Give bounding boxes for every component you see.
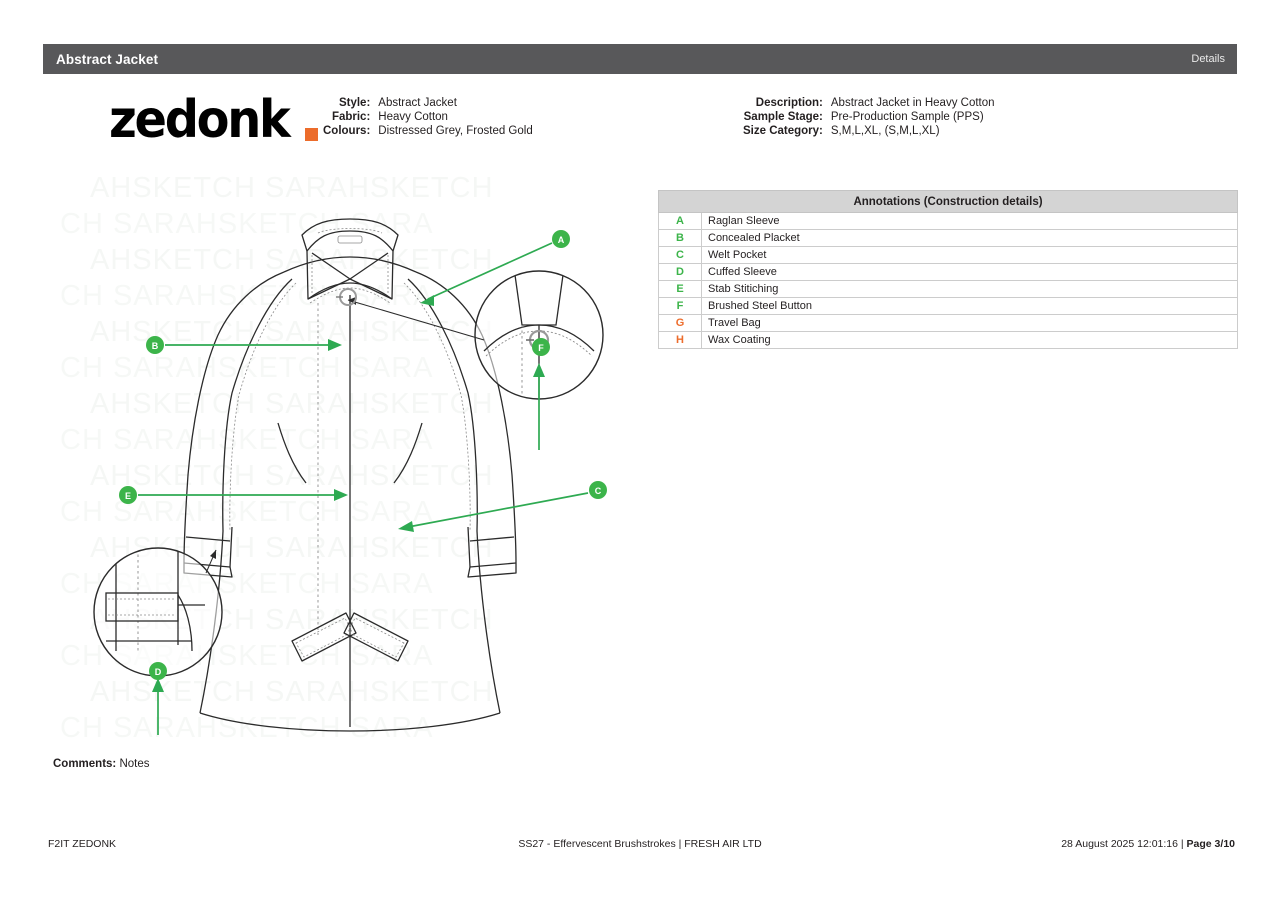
field-value-style: Abstract Jacket: [378, 97, 457, 109]
svg-text:AHSKETCH SARAHSKETCH: AHSKETCH SARAHSKETCH: [90, 676, 494, 708]
field-label-style: Style:: [338, 97, 371, 109]
field-value-size-category: S,M,L,XL, (S,M,L,XL): [830, 125, 940, 137]
svg-text:B: B: [152, 341, 159, 351]
annotation-key: D: [658, 263, 702, 281]
footer-page-number: Page 3/10: [1186, 838, 1235, 850]
svg-text:C: C: [595, 486, 602, 496]
field-label-sample-stage: Sample Stage:: [743, 111, 823, 123]
annotation-key: A: [658, 212, 702, 230]
zedonk-logo: zedonk: [109, 90, 319, 150]
table-row: C Welt Pocket: [658, 246, 1238, 264]
field-value-fabric: Heavy Cotton: [378, 111, 448, 123]
header-details-label[interactable]: Details: [1191, 53, 1225, 65]
svg-text:CH SARAHSKETCH SARA: CH SARAHSKETCH SARA: [60, 352, 434, 384]
marker-badge-f: F: [532, 338, 550, 356]
field-value-description: Abstract Jacket in Heavy Cotton: [830, 97, 995, 109]
logo-wordmark: zedonk: [109, 90, 291, 150]
svg-text:A: A: [558, 235, 565, 245]
svg-text:D: D: [155, 667, 162, 677]
annotation-key: G: [658, 314, 702, 332]
marker-badge-a: A: [552, 230, 570, 248]
annotation-value: Stab Stitiching: [701, 280, 1238, 298]
leader-line-d: [205, 549, 217, 574]
field-value-colours: Distressed Grey, Frosted Gold: [378, 125, 533, 137]
table-row: E Stab Stitiching: [658, 280, 1238, 298]
table-row: H Wax Coating: [658, 331, 1238, 349]
svg-text:AHSKETCH SARAHSKETCH: AHSKETCH SARAHSKETCH: [90, 460, 494, 492]
svg-text:AHSKETCH SARAHSKETCH: AHSKETCH SARAHSKETCH: [90, 175, 494, 204]
field-label-fabric: Fabric:: [331, 111, 371, 123]
document-footer: F2IT ZEDONK SS27 - Effervescent Brushstr…: [43, 838, 1237, 854]
comments-value: Notes: [119, 758, 150, 770]
style-info-region: zedonk Style: Abstract Jacket Fabric: He…: [43, 86, 1237, 156]
table-row: G Travel Bag: [658, 314, 1238, 332]
info-fields-right: Description: Abstract Jacket in Heavy Co…: [743, 97, 995, 137]
technical-sketch: AHSKETCH SARAHSKETCH CH SARAHSKETCH SARA…: [60, 175, 640, 745]
annotation-value: Cuffed Sleeve: [701, 263, 1238, 281]
page-title: Abstract Jacket: [56, 51, 159, 67]
footer-timestamp: 28 August 2025 12:01:16 |: [1061, 838, 1187, 850]
footer-left-text: F2IT ZEDONK: [48, 838, 117, 850]
marker-badge-b: B: [146, 336, 164, 354]
svg-text:CH SARAHSKETCH SARA: CH SARAHSKETCH SARA: [60, 208, 434, 240]
svg-text:E: E: [125, 491, 131, 501]
footer-right-text: 28 August 2025 12:01:16 | Page 3/10: [1061, 838, 1235, 850]
svg-text:AHSKETCH SARAHSKETCH: AHSKETCH SARAHSKETCH: [90, 244, 494, 276]
logo-dot-icon: [305, 128, 319, 141]
detail-circle-f: [474, 270, 604, 400]
field-label-colours: Colours:: [323, 125, 371, 137]
annotation-callouts: [138, 242, 589, 735]
document-header-bar: Abstract Jacket Details: [43, 44, 1237, 74]
marker-badge-c: C: [589, 481, 607, 499]
marker-badge-e: E: [119, 486, 137, 504]
table-row: D Cuffed Sleeve: [658, 263, 1238, 281]
svg-text:AHSKETCH SARAHSKETCH: AHSKETCH SARAHSKETCH: [90, 388, 494, 420]
annotation-value: Raglan Sleeve: [701, 212, 1238, 230]
svg-text:CH SARAHSKETCH SARA: CH SARAHSKETCH SARA: [60, 496, 434, 528]
svg-text:CH SARAHSKETCH SARA: CH SARAHSKETCH SARA: [60, 424, 434, 456]
field-label-size-category: Size Category:: [743, 125, 823, 137]
annotation-value: Concealed Placket: [701, 229, 1238, 247]
comments-label: Comments:: [53, 758, 117, 770]
annotation-key: F: [658, 297, 702, 315]
sketch-watermark: AHSKETCH SARAHSKETCH CH SARAHSKETCH SARA…: [60, 175, 494, 744]
comments-line: Comments: Notes: [53, 758, 150, 770]
front-button-icon: [336, 288, 357, 306]
svg-text:F: F: [538, 343, 544, 353]
svg-text:CH SARAHSKETCH SARA: CH SARAHSKETCH SARA: [60, 712, 434, 744]
annotation-value: Travel Bag: [701, 314, 1238, 332]
table-row: F Brushed Steel Button: [658, 297, 1238, 315]
annotation-value: Wax Coating: [701, 331, 1238, 349]
annotations-table-body: A Raglan Sleeve B Concealed Placket C We…: [658, 212, 1238, 349]
table-row: A Raglan Sleeve: [658, 212, 1238, 230]
footer-center-text: SS27 - Effervescent Brushstrokes | FRESH…: [518, 838, 762, 850]
marker-badge-d: D: [149, 662, 167, 680]
annotation-value: Welt Pocket: [701, 246, 1238, 264]
annotation-key: H: [658, 331, 702, 349]
table-row: B Concealed Placket: [658, 229, 1238, 247]
annotation-key: C: [658, 246, 702, 264]
annotation-key: B: [658, 229, 702, 247]
info-fields-left: Style: Abstract Jacket Fabric: Heavy Cot…: [323, 97, 533, 137]
field-label-description: Description:: [755, 97, 823, 109]
annotations-table-title: Annotations (Construction details): [658, 190, 1238, 213]
annotation-key: E: [658, 280, 702, 298]
annotations-table: Annotations (Construction details) A Rag…: [658, 190, 1238, 349]
annotation-value: Brushed Steel Button: [701, 297, 1238, 315]
annotations-table-header-row: Annotations (Construction details): [658, 190, 1238, 213]
field-value-sample-stage: Pre-Production Sample (PPS): [830, 111, 984, 123]
detail-circle-d: [93, 547, 223, 677]
